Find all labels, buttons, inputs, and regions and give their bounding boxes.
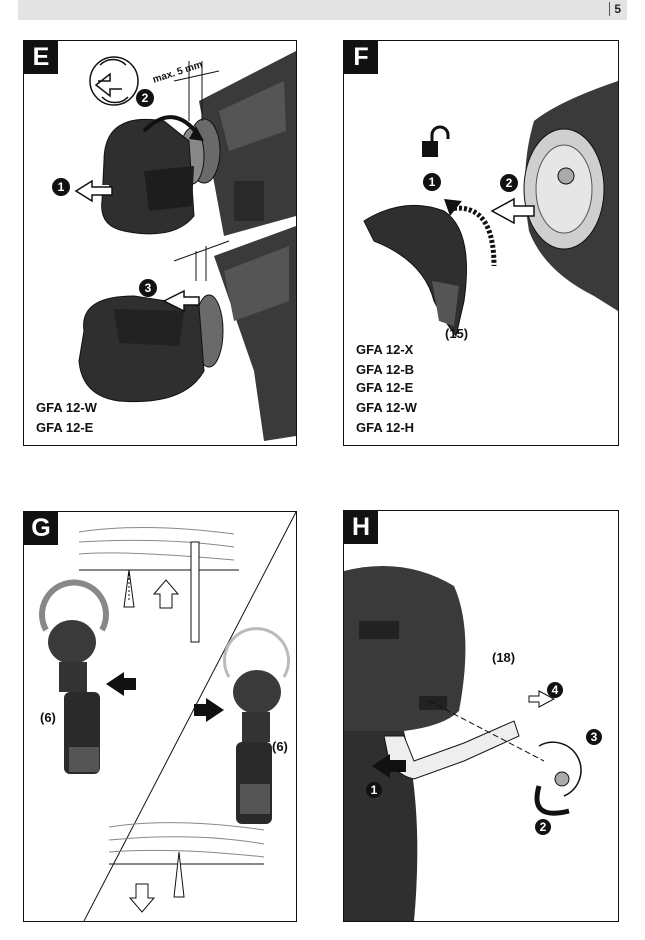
step-1-marker: 1 xyxy=(52,178,70,196)
step-2-text: 2 xyxy=(505,176,513,190)
part-reference-6-left: (6) xyxy=(40,710,56,725)
figure-e-illustration xyxy=(74,51,296,441)
step-3-marker: 3 xyxy=(586,729,602,745)
figure-letter-h: H xyxy=(344,511,378,544)
model-label: GFA 12-E xyxy=(36,420,94,435)
figure-panel-h: H (18) 1 2 3 4 xyxy=(343,510,619,922)
figure-panel-e: E max. 5 mm 2 1 3 GFA 12-W GFA 12-E xyxy=(23,40,297,446)
part-reference-6-right: (6) xyxy=(272,739,288,754)
step-2-text: 2 xyxy=(141,91,149,105)
model-label: GFA 12-X xyxy=(356,342,414,357)
step-4-marker: 4 xyxy=(547,682,563,698)
model-label: GFA 12-W xyxy=(356,400,417,415)
figure-f-illustration xyxy=(363,81,618,338)
step-2-marker: 2 xyxy=(136,89,154,107)
page-header-bar: 5 xyxy=(18,0,627,20)
figure-panel-f: F 1 2 (15) GFA 12-X GFA 12-B GFA 12-E GF… xyxy=(343,40,619,446)
step-1-text: 1 xyxy=(370,783,378,797)
step-2-marker: 2 xyxy=(500,174,518,192)
model-label: GFA 12-E xyxy=(356,380,414,395)
model-label: GFA 12-B xyxy=(356,362,415,377)
step-1-marker: 1 xyxy=(366,782,382,798)
step-3-marker: 3 xyxy=(139,279,157,297)
model-label: GFA 12-H xyxy=(356,420,415,435)
step-4-text: 4 xyxy=(551,683,559,697)
figure-letter-g: G xyxy=(24,512,58,545)
figure-letter-e: E xyxy=(24,41,58,74)
figure-panel-g: G (6) (6) xyxy=(23,511,297,922)
step-3-text: 3 xyxy=(144,281,152,295)
part-reference-15: (15) xyxy=(445,326,469,341)
step-3-text: 3 xyxy=(590,730,598,744)
step-1-marker: 1 xyxy=(423,173,441,191)
figure-g-illustration xyxy=(39,512,296,921)
model-label: GFA 12-W xyxy=(36,400,97,415)
step-1-text: 1 xyxy=(57,180,65,194)
step-2-marker: 2 xyxy=(535,819,551,835)
step-1-text: 1 xyxy=(428,175,436,189)
figure-letter-f: F xyxy=(344,41,378,74)
part-reference-18: (18) xyxy=(492,650,516,665)
figure-h-illustration xyxy=(344,566,582,921)
step-2-text: 2 xyxy=(539,820,547,834)
page-number: 5 xyxy=(609,2,621,16)
